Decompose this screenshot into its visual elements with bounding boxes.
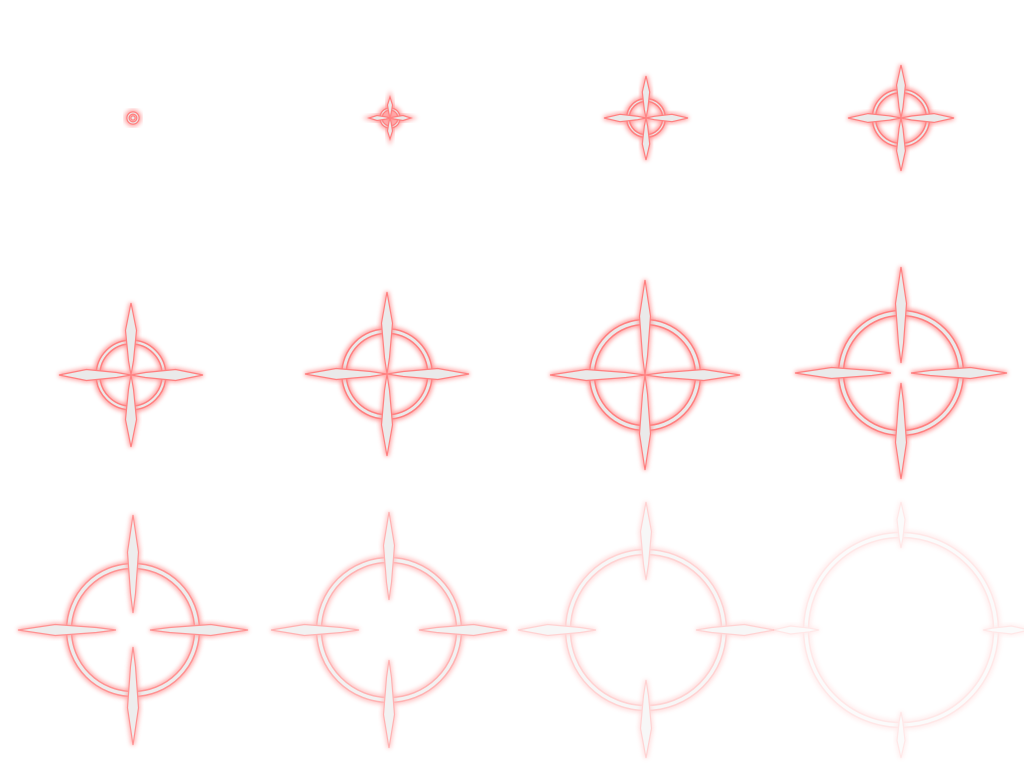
- crosshair-frame-12: [772, 501, 1024, 759]
- crosshair-frame-6: [304, 291, 470, 457]
- crosshair-spike: [380, 373, 394, 457]
- crosshair-spike-glow: [772, 623, 820, 637]
- crosshair-spike: [847, 112, 902, 124]
- crosshair-spike: [894, 266, 908, 364]
- crosshair-spike-glow: [982, 623, 1024, 637]
- crosshair-center-dot: [130, 115, 136, 121]
- crosshair-spike: [124, 302, 138, 376]
- crosshair-spike: [639, 679, 653, 759]
- crosshair-spike: [895, 117, 907, 172]
- crosshair-spike: [603, 113, 647, 123]
- crosshair-spike: [896, 501, 906, 549]
- crosshair-spike: [124, 374, 138, 448]
- crosshair-ring-core: [127, 112, 139, 124]
- crosshair-frame-11: [517, 501, 775, 759]
- crosshair-spike: [644, 368, 741, 382]
- crosshair-spike: [639, 501, 653, 581]
- crosshair-frame-7: [549, 279, 741, 471]
- crosshair-spike: [386, 367, 470, 381]
- crosshair-spike: [418, 623, 508, 637]
- crosshair-frame-3: [603, 75, 689, 161]
- crosshair-frame-2: [362, 90, 418, 146]
- crosshair-spike-glow: [894, 501, 908, 549]
- crosshair-spike: [517, 623, 597, 637]
- crosshair-spike: [149, 623, 249, 637]
- crosshair-spike-glow: [894, 711, 908, 759]
- crosshair-spike: [382, 511, 396, 601]
- crosshair-spike-glow: [638, 679, 654, 759]
- crosshair-frame-1: [124, 109, 142, 127]
- crosshair-spike: [895, 64, 907, 119]
- crosshair-spike: [896, 711, 906, 759]
- crosshair-spike: [130, 368, 204, 382]
- crosshair-spike: [386, 115, 394, 142]
- crosshair-spike: [382, 659, 396, 749]
- crosshair-frame-9: [17, 514, 249, 746]
- crosshair-spike: [641, 117, 651, 161]
- crosshair-spike: [17, 623, 117, 637]
- crosshair-spike: [366, 114, 393, 122]
- crosshair-ring-core: [804, 533, 998, 727]
- crosshair-spike: [794, 366, 892, 380]
- crosshair-spike: [638, 279, 652, 376]
- crosshair-spike: [386, 94, 394, 121]
- crosshair-spike: [126, 646, 140, 746]
- crosshair-spike: [645, 113, 689, 123]
- crosshair-spike: [380, 291, 394, 375]
- crosshair-spike: [910, 366, 1008, 380]
- crosshair-spike: [982, 625, 1024, 635]
- crosshair-spike: [900, 112, 955, 124]
- crosshair-spike: [772, 625, 820, 635]
- crosshair-spike: [549, 368, 646, 382]
- crosshair-spike: [894, 382, 908, 480]
- crosshair-spike-glow: [517, 622, 597, 638]
- crosshair-spike: [270, 623, 360, 637]
- crosshair-frame-10: [270, 511, 508, 749]
- crosshair-frame-8: [794, 266, 1008, 480]
- crosshair-spike: [304, 367, 388, 381]
- crosshair-frame-5: [58, 302, 204, 448]
- crosshair-spike: [641, 75, 651, 119]
- crosshair-spike: [58, 368, 132, 382]
- crosshair-spike-glow: [638, 501, 654, 581]
- crosshair-spike: [126, 514, 140, 614]
- crosshair-spike: [387, 114, 414, 122]
- crosshair-frame-4: [847, 64, 955, 172]
- crosshair-spike: [638, 374, 652, 471]
